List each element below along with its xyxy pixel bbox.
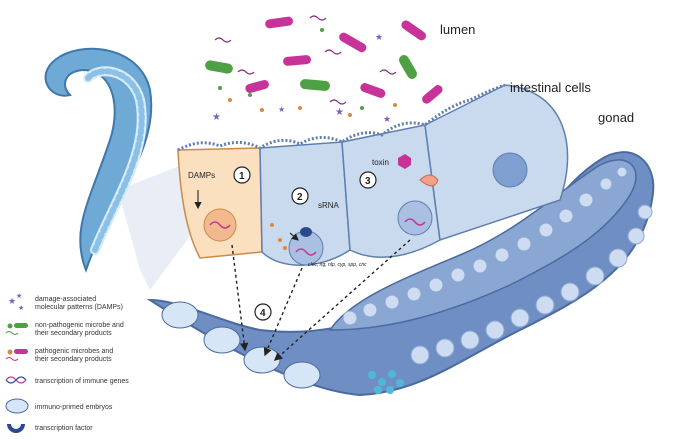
svg-text:★: ★ [18,304,24,312]
legend: ★★★ damage-associated molecular patterns… [5,292,129,433]
step-3-label: 3 [365,176,371,187]
svg-text:★: ★ [212,112,221,123]
mitochondrion [419,174,439,187]
damp-star-icon: ★★★ [8,292,24,312]
step-4-circle [254,303,272,321]
step-1-label: 1 [239,171,245,182]
worm-illustration [44,47,153,273]
lumen-microbes: ★ ★ ★ ★ ★ [205,15,443,250]
label-lumen: lumen [440,22,475,37]
legend-line: transcription of immune genes [35,378,129,385]
cell-3 [341,124,441,258]
pathogenic-microbe-icon [5,349,28,361]
embryo-icon [5,398,29,414]
label-genes: clec, irg, nlp, cyp, spp, cnc [308,262,367,268]
legend-line: immuno-primed embryos [35,404,113,411]
svg-text:★: ★ [335,107,344,118]
step-2-label: 2 [297,192,303,203]
transcription-factor [300,227,312,237]
label-intestinal-cells: intestinal cells [510,80,591,95]
dashed-arrows [231,239,411,361]
legend-line: damage-associated [35,296,96,303]
legend-line: their secondary products [35,330,112,337]
transcription-factor-icon [7,424,25,433]
label-damps: DAMPs [188,171,215,180]
step-2-circle [291,187,309,205]
gonad-illustration [146,151,655,397]
step-markers [233,166,377,321]
intestinal-cells [177,83,569,266]
non-pathogenic-microbe-icon [5,323,28,335]
svg-text:★: ★ [375,32,383,42]
step-1-circle [233,166,251,184]
step-3-circle [359,171,377,189]
dna-icon [5,376,27,384]
legend-line: transcription factor [35,425,93,432]
legend-line: molecular patterns (DAMPs) [35,304,123,311]
label-srna: sRNA [318,201,340,210]
legend-line: pathogenic microbes and [35,348,113,355]
svg-text:★: ★ [8,296,16,306]
label-gonad: gonad [598,110,634,125]
microvilli [177,83,506,152]
svg-text:★: ★ [278,105,285,114]
nucleus-3 [397,200,433,236]
embryos [161,301,321,389]
svg-text:★: ★ [383,114,391,124]
step-4-label: 4 [260,308,266,319]
toxin-icon [398,154,411,169]
legend-line: their secondary products [35,356,112,363]
label-toxin: toxin [372,158,389,167]
nucleus-4 [492,152,528,188]
svg-text:★: ★ [16,292,22,300]
legend-line: non-pathogenic microbe and [35,322,124,329]
